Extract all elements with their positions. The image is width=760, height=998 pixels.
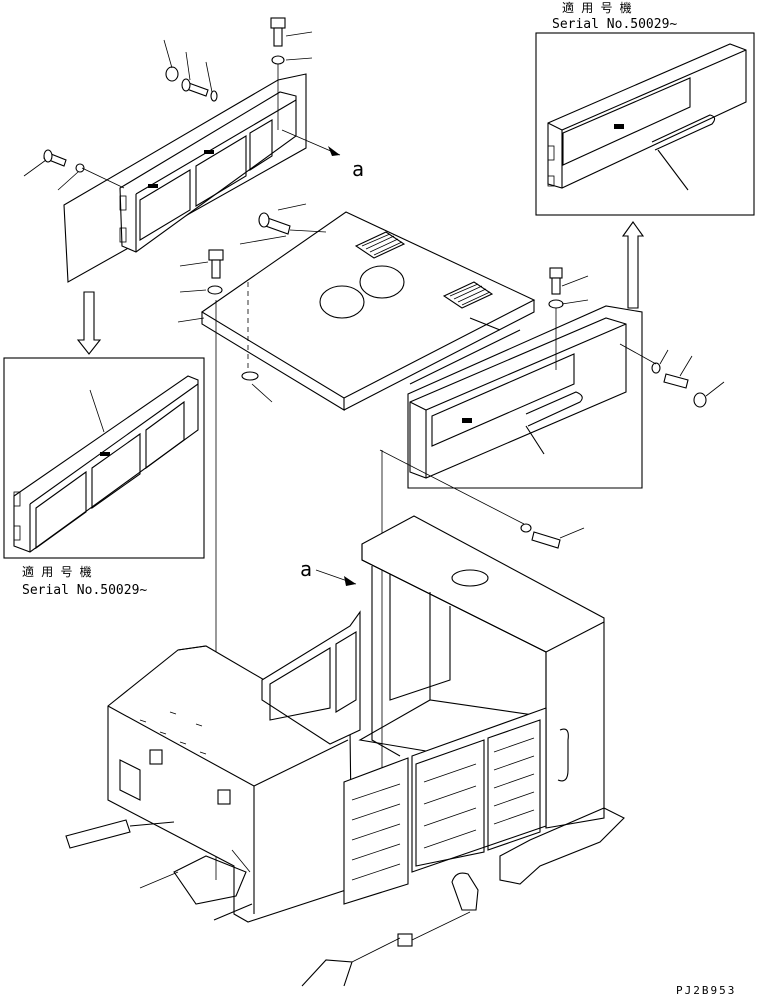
serial-top-jp: 適 用 号 機 <box>562 0 632 15</box>
bolt-icon-lower <box>531 531 561 549</box>
round-hole-icon <box>319 285 365 319</box>
nut-icon <box>165 66 179 82</box>
reference-a-mid: a <box>300 557 357 586</box>
hook-icon <box>451 872 479 911</box>
round-hole-icon-2 <box>359 265 405 299</box>
roof-hatch-icon <box>451 569 489 587</box>
bolt-group-lower <box>379 449 585 800</box>
ref-a-top-label: a <box>352 157 364 181</box>
washer-icon-5 <box>651 362 661 374</box>
reference-a-top: a <box>281 129 364 181</box>
side-panel-main <box>407 267 643 489</box>
ref-a-mid-label: a <box>300 557 312 581</box>
serial-left-en: Serial No.50029~ <box>22 583 147 598</box>
connector-icon <box>397 933 413 947</box>
inset-box-left: 適 用 号 機 Serial No.50029~ <box>3 357 205 598</box>
bolt-group-right <box>619 343 725 408</box>
top-cover-plate <box>200 211 536 411</box>
inset-frame-left <box>3 357 205 559</box>
washer-icon-left <box>75 163 85 173</box>
bolt-group-top <box>270 17 313 130</box>
bolt-icon-right <box>663 373 689 389</box>
up-arrow <box>621 221 645 309</box>
cab-body <box>65 515 625 987</box>
side-panel-inset-top <box>547 43 747 191</box>
washer-icon-6 <box>520 523 532 533</box>
serial-top-en: Serial No.50029~ <box>552 17 677 32</box>
bolt-group-top-left <box>23 39 218 191</box>
inset-box-top-right: 適 用 号 機 Serial No.50029~ <box>535 0 755 216</box>
washer-icon-4 <box>548 299 564 309</box>
bolt-head-icon-3 <box>549 267 563 279</box>
drawing-code: PJ2B953 <box>676 984 736 997</box>
serial-left-jp: 適 用 号 機 <box>22 564 92 579</box>
nut-icon-right <box>693 392 707 408</box>
rear-frame-panel <box>63 73 307 283</box>
bolt-head-icon <box>270 17 286 29</box>
washer-icon-2 <box>207 285 223 295</box>
louver-icon <box>149 749 163 765</box>
inset-frame-top-right <box>535 32 755 216</box>
vent-grille-icon <box>354 231 494 309</box>
washer-icon <box>210 90 218 102</box>
washer-icon-3 <box>241 371 259 381</box>
washer-icon-top <box>271 55 285 65</box>
down-arrow <box>76 291 102 355</box>
bolt-head-icon-2 <box>208 249 224 261</box>
